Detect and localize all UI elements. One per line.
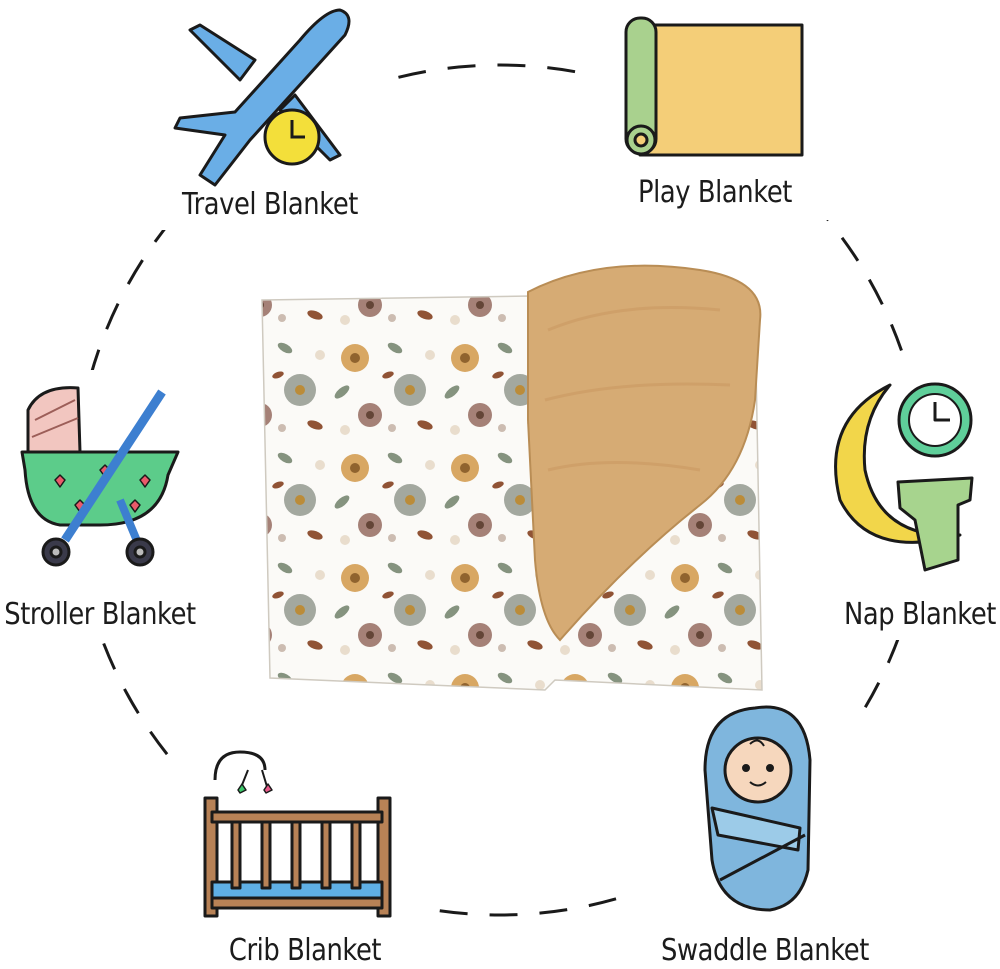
crib-icon [203,750,392,918]
clock-icon [263,108,321,166]
swaddle-blanket-label: Swaddle Blanket [661,933,869,968]
stroller-blanket-label: Stroller Blanket [4,597,196,632]
swaddled-baby-icon [703,705,812,912]
floral-minky-blanket [261,264,763,691]
play-blanket-label: Play Blanket [638,175,792,210]
stroller-icon [20,386,180,567]
nap-blanket-label: Nap Blanket [843,597,997,632]
crib-blanket-label: Crib Blanket [228,933,382,968]
travel-blanket-label: Travel Blanket [182,187,358,222]
play-mat-icon [624,16,804,157]
moon-clock-icon [834,382,974,572]
